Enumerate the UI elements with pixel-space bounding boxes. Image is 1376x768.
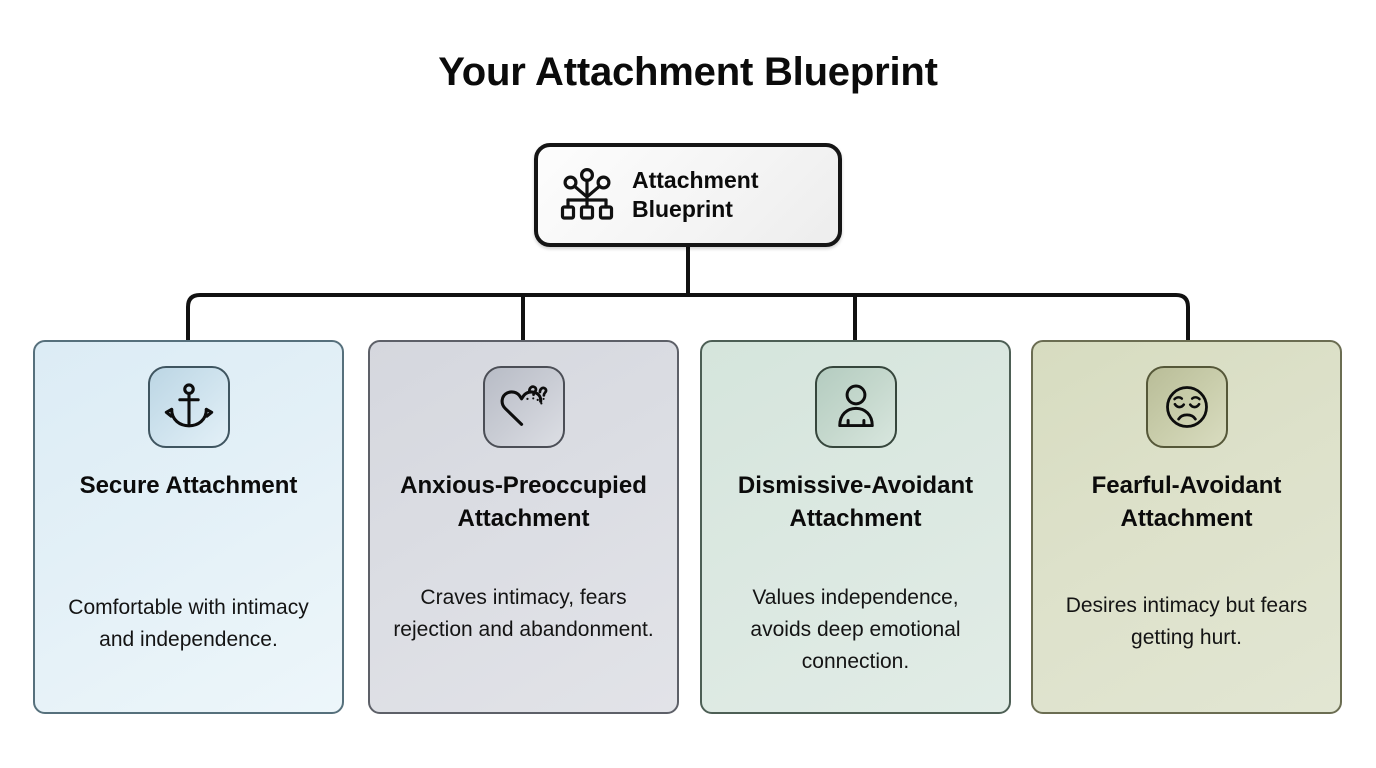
anchor-icon [162, 380, 216, 434]
card-secure-attachment[interactable]: Secure Attachment Comfortable with intim… [33, 340, 344, 714]
card-title: Anxious-Preoccupied Attachment [400, 472, 647, 532]
card-description: Comfortable with intimacy and independen… [68, 596, 309, 652]
card-description: Values independence, avoids deep emotion… [750, 586, 961, 674]
root-node-attachment-blueprint[interactable]: Attachment Blueprint [534, 143, 842, 247]
card-dismissive-avoidant-attachment[interactable]: Dismissive-Avoidant Attachment Values in… [700, 340, 1011, 714]
card-anxious-preoccupied-attachment[interactable]: Anxious-Preoccupied Attachment Craves in… [368, 340, 679, 714]
icon-tile-fearful [1145, 366, 1228, 448]
card-title: Dismissive-Avoidant Attachment [737, 472, 974, 532]
heart-question-icon [497, 380, 551, 434]
page-title: Your Attachment Blueprint [438, 50, 938, 94]
card-title: Fearful-Avoidant Attachment [1091, 472, 1282, 532]
sad-face-icon [1161, 381, 1213, 433]
card-title: Secure Attachment [79, 472, 298, 499]
root-node-label: Attachment Blueprint [632, 166, 759, 222]
person-icon [830, 381, 882, 433]
icon-tile-secure [147, 366, 230, 448]
icon-tile-dismissive [814, 366, 897, 448]
icon-tile-anxious [482, 366, 565, 448]
card-description: Craves intimacy, fears rejection and aba… [393, 586, 654, 642]
card-fearful-avoidant-attachment[interactable]: Fearful-Avoidant Attachment Desires inti… [1031, 340, 1342, 714]
card-description: Desires intimacy but fears getting hurt. [1065, 594, 1308, 650]
hierarchy-network-icon [558, 166, 616, 224]
